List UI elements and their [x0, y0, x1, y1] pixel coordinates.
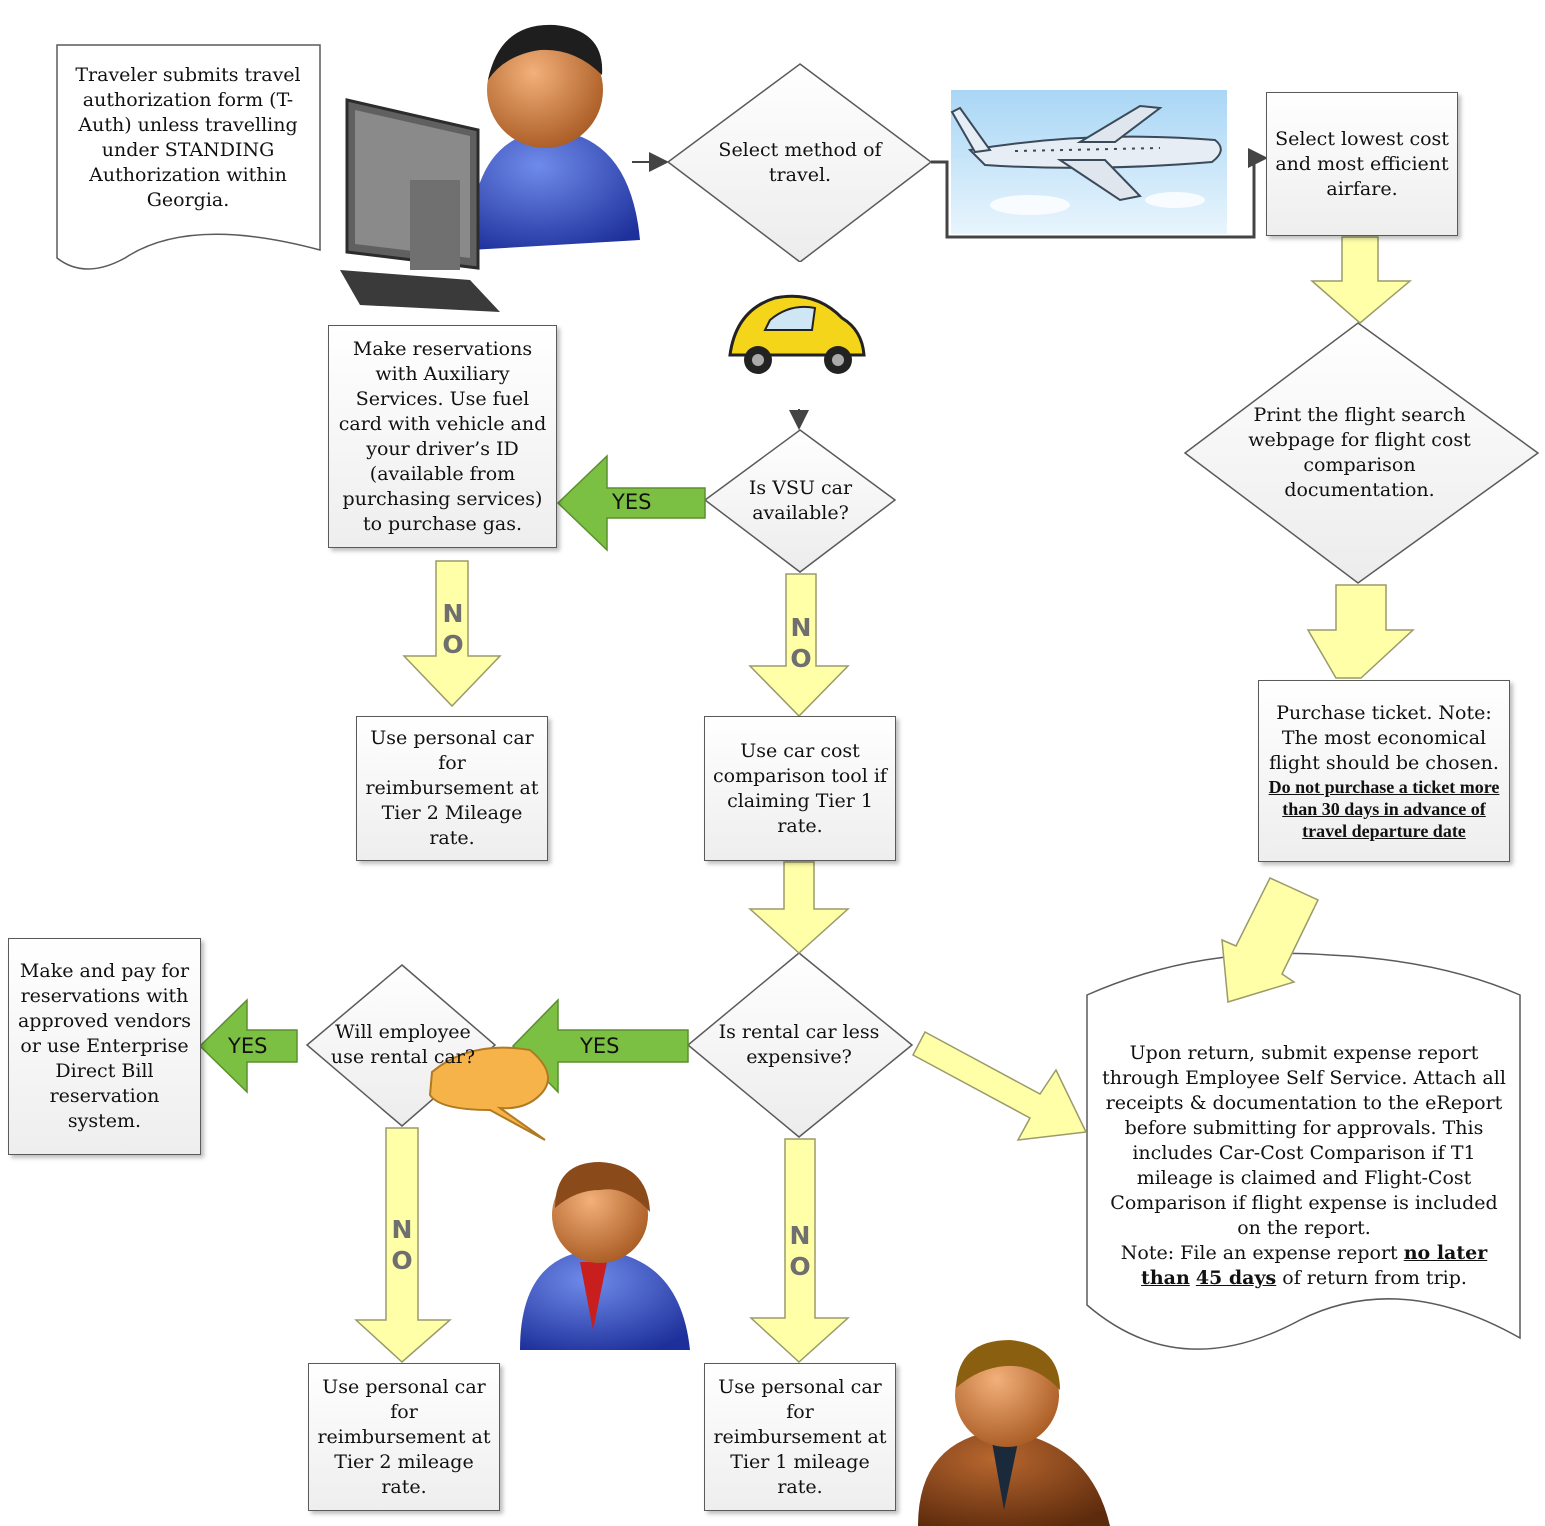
arrow-rental-to-report	[911, 1030, 1088, 1141]
diamond-rental-less-label: Is rental car less expensive?	[705, 1018, 893, 1072]
no-n: N	[442, 599, 464, 628]
expense-note-deadline: no later than	[1141, 1242, 1488, 1289]
expense-report-text: Upon return, submit expense report throu…	[1102, 1042, 1506, 1239]
person-icon	[918, 1340, 1110, 1526]
diamond-will-employee-label: Will employee use rental car?	[322, 1018, 484, 1072]
diamond-vsu-car-label: Is VSU car available?	[728, 474, 873, 528]
step-tier1: Use personal car for reimbursement at Ti…	[704, 1363, 896, 1511]
rental-less-text: Is rental car less expensive?	[718, 1021, 880, 1068]
tier2-first-text: Use personal car for reimbursement at Ti…	[365, 727, 539, 849]
diamond-select-method-label: Select method of travel.	[700, 135, 900, 191]
yes-label-vsu: YES	[612, 490, 652, 514]
yes-arrow-vsu	[556, 454, 706, 552]
will-employee-text: Will employee use rental car?	[330, 1021, 476, 1068]
doc-shape-tauth	[56, 44, 321, 270]
no-label-left: N O	[438, 598, 468, 660]
step-make-pay: Make and pay for reservations with appro…	[8, 938, 201, 1155]
arrow-airfare-down	[1310, 236, 1413, 324]
no-n: N	[789, 1221, 811, 1250]
no-n: N	[391, 1215, 413, 1244]
car-icon	[725, 262, 874, 409]
step-cost-tool: Use car cost comparison tool if claiming…	[704, 716, 896, 861]
arrow-no-rental	[749, 1138, 850, 1364]
arrow-ticket-to-report	[1221, 877, 1320, 1003]
expense-note: Note: File an expense report no later th…	[1120, 1242, 1488, 1289]
step-tier2-first: Use personal car for reimbursement at Ti…	[356, 716, 548, 861]
no-label-vsu: N O	[786, 612, 816, 674]
yes-label-rental: YES	[580, 1034, 620, 1058]
person-computer-icon	[340, 24, 640, 312]
diamond-rental-less	[686, 952, 914, 1138]
arrow-no-vsu	[748, 573, 850, 718]
step-tier2-second: Use personal car for reimbursement at Ti…	[308, 1363, 500, 1511]
diamond-print-flight	[1183, 322, 1540, 584]
tier1-text: Use personal car for reimbursement at Ti…	[713, 1375, 887, 1498]
no-o: O	[789, 1252, 811, 1281]
airplane-icon	[950, 90, 1227, 234]
arrow-no-left	[402, 560, 502, 708]
expense-note-days: 45 days	[1195, 1267, 1277, 1289]
arrow-cost-down	[748, 861, 850, 955]
purchase-ticket-warning: Do not purchase a ticket more than 30 da…	[1268, 776, 1500, 841]
diamond-print-flight-label: Print the flight search webpage for flig…	[1232, 400, 1487, 506]
step-expense-report: Upon return, submit expense report throu…	[1100, 1036, 1508, 1296]
cost-tool-text: Use car cost comparison tool if claiming…	[713, 739, 887, 837]
step-submit-tauth: Traveler submits travel authorization fo…	[62, 58, 314, 218]
no-label-employee: N O	[387, 1214, 417, 1276]
step-select-airfare: Select lowest cost and most efficient ai…	[1266, 92, 1458, 236]
make-reservations-text: Make reservations with Auxiliary Service…	[338, 337, 547, 535]
step-purchase-ticket: Purchase ticket. Note: The most economic…	[1258, 680, 1510, 862]
step-make-reservations: Make reservations with Auxiliary Service…	[328, 325, 557, 548]
yes-arrow-employee	[198, 998, 298, 1094]
tier2-second-text: Use personal car for reimbursement at Ti…	[317, 1375, 491, 1498]
purchase-ticket-text: Purchase ticket. Note: The most economic…	[1269, 701, 1499, 774]
no-n: N	[790, 613, 812, 642]
arrow-print-down	[1306, 584, 1415, 679]
select-method-text: Select method of travel.	[718, 139, 882, 186]
select-airfare-text: Select lowest cost and most efficient ai…	[1275, 127, 1449, 200]
yes-label-employee: YES	[228, 1034, 268, 1058]
make-pay-text: Make and pay for reservations with appro…	[17, 960, 191, 1132]
diamond-vsu-car	[703, 429, 897, 573]
step-submit-tauth-text: Traveler submits travel authorization fo…	[75, 64, 301, 211]
arrow-no-employee	[354, 1127, 452, 1364]
print-flight-text: Print the flight search webpage for flig…	[1248, 404, 1471, 501]
no-o: O	[790, 644, 812, 673]
vsu-car-text: Is VSU car available?	[748, 477, 853, 524]
no-o: O	[391, 1246, 413, 1275]
person-speech-icon	[428, 1046, 690, 1350]
no-label-rental: N O	[785, 1220, 815, 1282]
no-o: O	[442, 630, 464, 659]
